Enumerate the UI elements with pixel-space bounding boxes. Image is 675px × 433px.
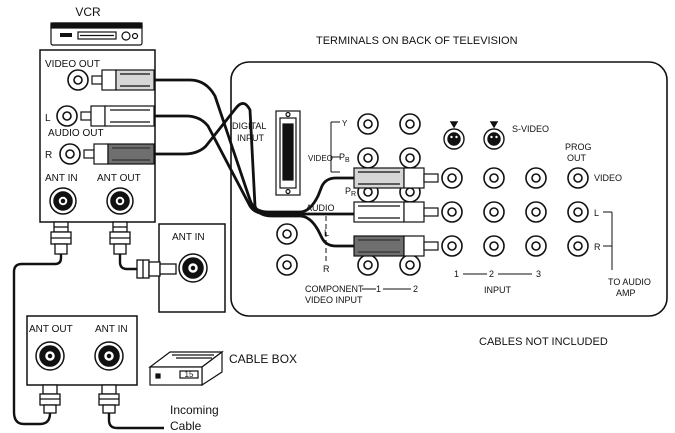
vcr-audio-r-label: R xyxy=(45,150,52,161)
vcr-audio-l-plug xyxy=(80,105,155,127)
dvi-digital-input-connector xyxy=(275,110,301,196)
cable-box-ant-in-connector xyxy=(94,341,124,371)
tv-jacks xyxy=(276,113,589,276)
input-1-r-jack xyxy=(441,235,463,257)
coax-cables xyxy=(12,254,164,430)
component-audio-r-label: R xyxy=(323,264,330,274)
component-number-2: 2 xyxy=(413,284,418,294)
component-pb-label: PB xyxy=(339,152,350,164)
prog-out-label-line1: PROG xyxy=(565,142,592,152)
cable-box-ant-in-fplug xyxy=(98,384,120,414)
prog-out-label-line2: OUT xyxy=(567,153,587,163)
prog-out-video-label: VIDEO xyxy=(594,173,622,183)
tv-audio-r-plug xyxy=(353,235,439,257)
input-1-video-jack xyxy=(441,167,463,189)
vcr-ant-out-fplug xyxy=(109,221,131,255)
component-video-input-line2: VIDEO INPUT xyxy=(305,295,363,305)
cables-not-included-note: CABLES NOT INCLUDED xyxy=(479,336,608,348)
vcr-audio-r-jack xyxy=(59,143,81,165)
incoming-cable-line1: Incoming xyxy=(170,403,219,417)
tv-audio-l-plug xyxy=(353,201,439,223)
input-3-r-jack xyxy=(525,235,547,257)
input-2-video-jack xyxy=(483,167,505,189)
input-number-1: 1 xyxy=(454,269,459,279)
tv-back-panel xyxy=(230,61,668,317)
vcr-icon xyxy=(50,22,143,46)
diagram-title: TERMINALS ON BACK OF TELEVISION xyxy=(316,35,518,47)
cable-box-display: 15 xyxy=(185,370,194,379)
input-label: INPUT xyxy=(484,285,512,295)
component-audio-label: AUDIO xyxy=(306,203,335,213)
component-y-label: Y xyxy=(342,119,348,128)
component-number-1: 1 xyxy=(376,284,381,294)
cable-box-label: CABLE BOX xyxy=(229,352,297,366)
rca-cables xyxy=(154,78,354,248)
s-video-jacks xyxy=(443,121,505,150)
vcr-audio-out-label: AUDIO OUT xyxy=(48,128,104,139)
component-1-audio-r-jack xyxy=(357,254,379,276)
component-2-y-jack xyxy=(399,113,421,135)
incoming-cable-line2: Cable xyxy=(170,419,202,433)
input-number-3: 3 xyxy=(536,269,541,279)
input-3-video-jack xyxy=(525,167,547,189)
vcr-audio-l-jack xyxy=(56,105,78,127)
vcr-video-plug xyxy=(91,69,155,91)
input-number-2: 2 xyxy=(489,269,494,279)
input-1-l-jack xyxy=(441,201,463,223)
prog-out-video-jack xyxy=(567,167,589,189)
to-audio-amp-line2: AMP xyxy=(616,288,636,298)
vcr-audio-l-label: L xyxy=(45,113,51,124)
to-audio-amp-line1: TO AUDIO xyxy=(608,277,651,287)
prog-out-l-jack xyxy=(567,201,589,223)
input-2-r-jack xyxy=(483,235,505,257)
component-video-input-line1: COMPONENT xyxy=(305,284,364,294)
ant-in-box-label: ANT IN xyxy=(172,232,205,243)
vcr-audio-r-plug xyxy=(83,143,155,165)
vcr-ant-in-connector xyxy=(49,187,77,215)
component-video-label: VIDEO xyxy=(308,154,333,163)
cable-box-ant-out-connector xyxy=(35,341,65,371)
input-3-l-jack xyxy=(525,201,547,223)
to-audio-amp-bracket xyxy=(603,211,613,270)
cable-box-ant-in-label: ANT IN xyxy=(95,324,128,335)
prog-out-r-label: R xyxy=(594,242,601,252)
prog-out-r-jack xyxy=(567,235,589,257)
cable-box-ant-out-fplug xyxy=(39,384,61,414)
cable-box-icon xyxy=(148,350,224,387)
vcr-ant-in-fplug xyxy=(50,221,72,255)
vcr-video-out-label: VIDEO OUT xyxy=(45,59,100,70)
ant-in-box-connector xyxy=(178,253,208,283)
component-2-audio-r-jack xyxy=(399,254,421,276)
vcr-label: VCR xyxy=(75,5,101,19)
component-1-pb-jack xyxy=(357,147,379,169)
audio-l-left-jack xyxy=(276,223,298,245)
vcr-ant-out-connector xyxy=(106,187,134,215)
component-1-y-jack xyxy=(357,113,379,135)
s-video-label: S-VIDEO xyxy=(512,124,549,134)
tv-video-plug xyxy=(353,167,439,189)
component-2-pb-jack xyxy=(399,147,421,169)
input-2-l-jack xyxy=(483,201,505,223)
vcr-video-out-jack xyxy=(67,69,89,91)
cable-box-ant-out-label: ANT OUT xyxy=(29,324,73,335)
vcr-ant-in-label: ANT IN xyxy=(45,173,78,184)
component-bracket xyxy=(330,121,340,173)
component-audio-l-label: L xyxy=(324,228,329,238)
prog-out-l-label: L xyxy=(594,208,599,218)
component-pr-label: PR xyxy=(345,186,356,198)
digital-input-label-line1: DIGITAL xyxy=(232,121,266,131)
audio-r-left-jack xyxy=(276,254,298,276)
vcr-ant-out-label: ANT OUT xyxy=(97,173,141,184)
